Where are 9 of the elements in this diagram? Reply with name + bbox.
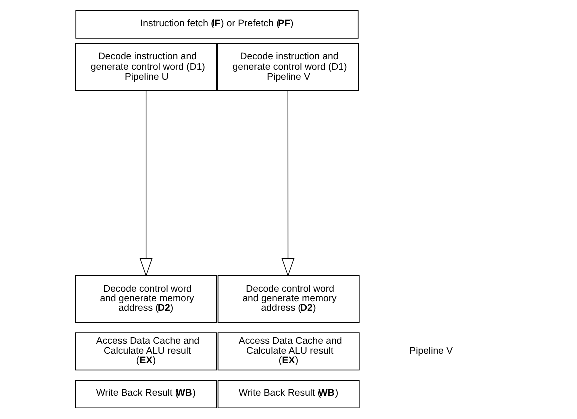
node-box: Decode instruction and generate control word (D1) Pipeline V <box>217 44 360 92</box>
node-box: Access Data Cache and Calculate ALU result (EX) <box>75 332 218 371</box>
node-box: Decode control word and generate memory address (D2) <box>218 276 360 324</box>
node-box: Access Data Cache and Calculate ALU result (EX) <box>218 332 360 371</box>
label: Pipeline V <box>410 346 454 358</box>
node-box: Decode instruction and generate control word (D1) Pipeline U <box>75 44 218 92</box>
arrow <box>282 90 295 277</box>
node-box: Decode control word and generate memory address (D2) <box>75 276 218 324</box>
arrow <box>140 90 153 277</box>
